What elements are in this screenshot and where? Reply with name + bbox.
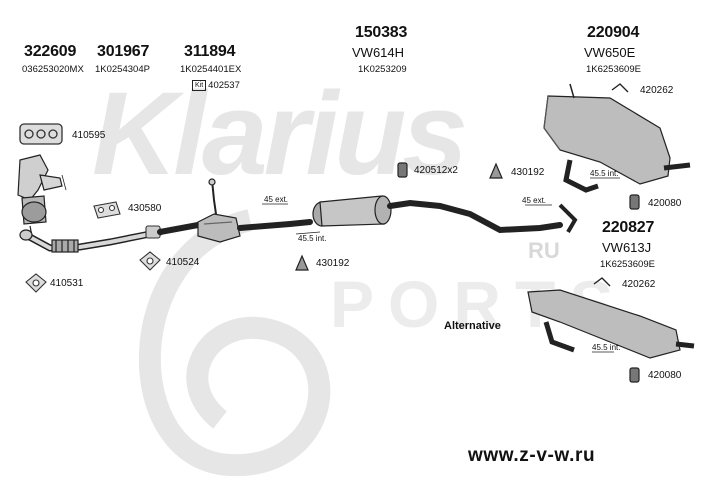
note-45-5-int-3: 45.5 int. [592, 343, 621, 352]
watermark-swirl [139, 209, 331, 477]
rear-silencer [543, 83, 691, 193]
watermark-ru: RU [528, 238, 560, 263]
oem-220827: 1K6253609E [600, 259, 655, 270]
manifold-gasket [19, 123, 63, 145]
part-number-150383: 150383 [355, 24, 408, 41]
mount-430192-top [489, 162, 503, 179]
front-manifold-catalyst [17, 154, 63, 237]
fitting-420080-bottom: 420080 [648, 370, 682, 381]
rubber-420512 [397, 162, 408, 178]
gasket-410524 [139, 251, 161, 271]
catalytic-converter [157, 178, 313, 243]
vw-code-220904: VW650E [584, 45, 636, 60]
bracket-420262-bottom [593, 277, 611, 287]
rubber-420080-top [629, 194, 640, 210]
part-number-220827: 220827 [602, 219, 655, 236]
oem-322609: 036253020MX [22, 64, 84, 75]
alternative-rear-silencer [527, 289, 695, 359]
gasket-410531 [25, 273, 47, 293]
part-number-301967: 301967 [97, 43, 150, 60]
fitting-410595: 410595 [72, 130, 106, 141]
part-number-220904: 220904 [587, 24, 640, 41]
website-url: www.z-v-w.ru [468, 445, 596, 466]
gasket-430580 [93, 201, 121, 219]
watermark-brand: Klarius [92, 68, 468, 200]
fitting-420262-bottom: 420262 [622, 279, 656, 290]
vw-code-150383: VW614H [352, 45, 405, 60]
fitting-420512x2: 420512x2 [414, 165, 458, 176]
note-45-5-int-2: 45.5 int. [590, 169, 619, 178]
vw-code-220827: VW613J [602, 240, 652, 255]
front-pipe-flex [19, 228, 164, 253]
bracket-420262-top [611, 83, 629, 93]
fitting-420262-top: 420262 [640, 85, 674, 96]
note-45-5-int-1: 45.5 int. [298, 234, 327, 243]
fitting-430192-mid: 430192 [316, 258, 350, 269]
oem-220904: 1K6253609E [586, 64, 641, 75]
fitting-420080-top: 420080 [648, 198, 682, 209]
centre-silencer [312, 195, 578, 234]
alternative-label: Alternative [444, 320, 501, 332]
kit-label: Kit [192, 80, 207, 91]
part-number-311894: 311894 [184, 43, 236, 60]
oem-301967: 1K0254304P [95, 64, 150, 75]
fitting-410531: 410531 [50, 278, 84, 289]
note-45-ext-2: 45 ext. [522, 196, 547, 205]
mount-430192-mid [295, 254, 309, 271]
fitting-430580: 430580 [128, 203, 162, 214]
note-45-ext-1: 45 ext. [264, 195, 289, 204]
rubber-420080-bottom [629, 367, 640, 383]
oem-150383: 1K0253209 [358, 64, 407, 75]
part-number-322609: 322609 [24, 43, 77, 60]
oem-311894: 1K0254401EX [180, 64, 242, 75]
leader-lines [61, 174, 620, 353]
fitting-430192-top: 430192 [511, 167, 545, 178]
fitting-410524: 410524 [166, 257, 200, 268]
kit-number: 402537 [208, 80, 240, 91]
